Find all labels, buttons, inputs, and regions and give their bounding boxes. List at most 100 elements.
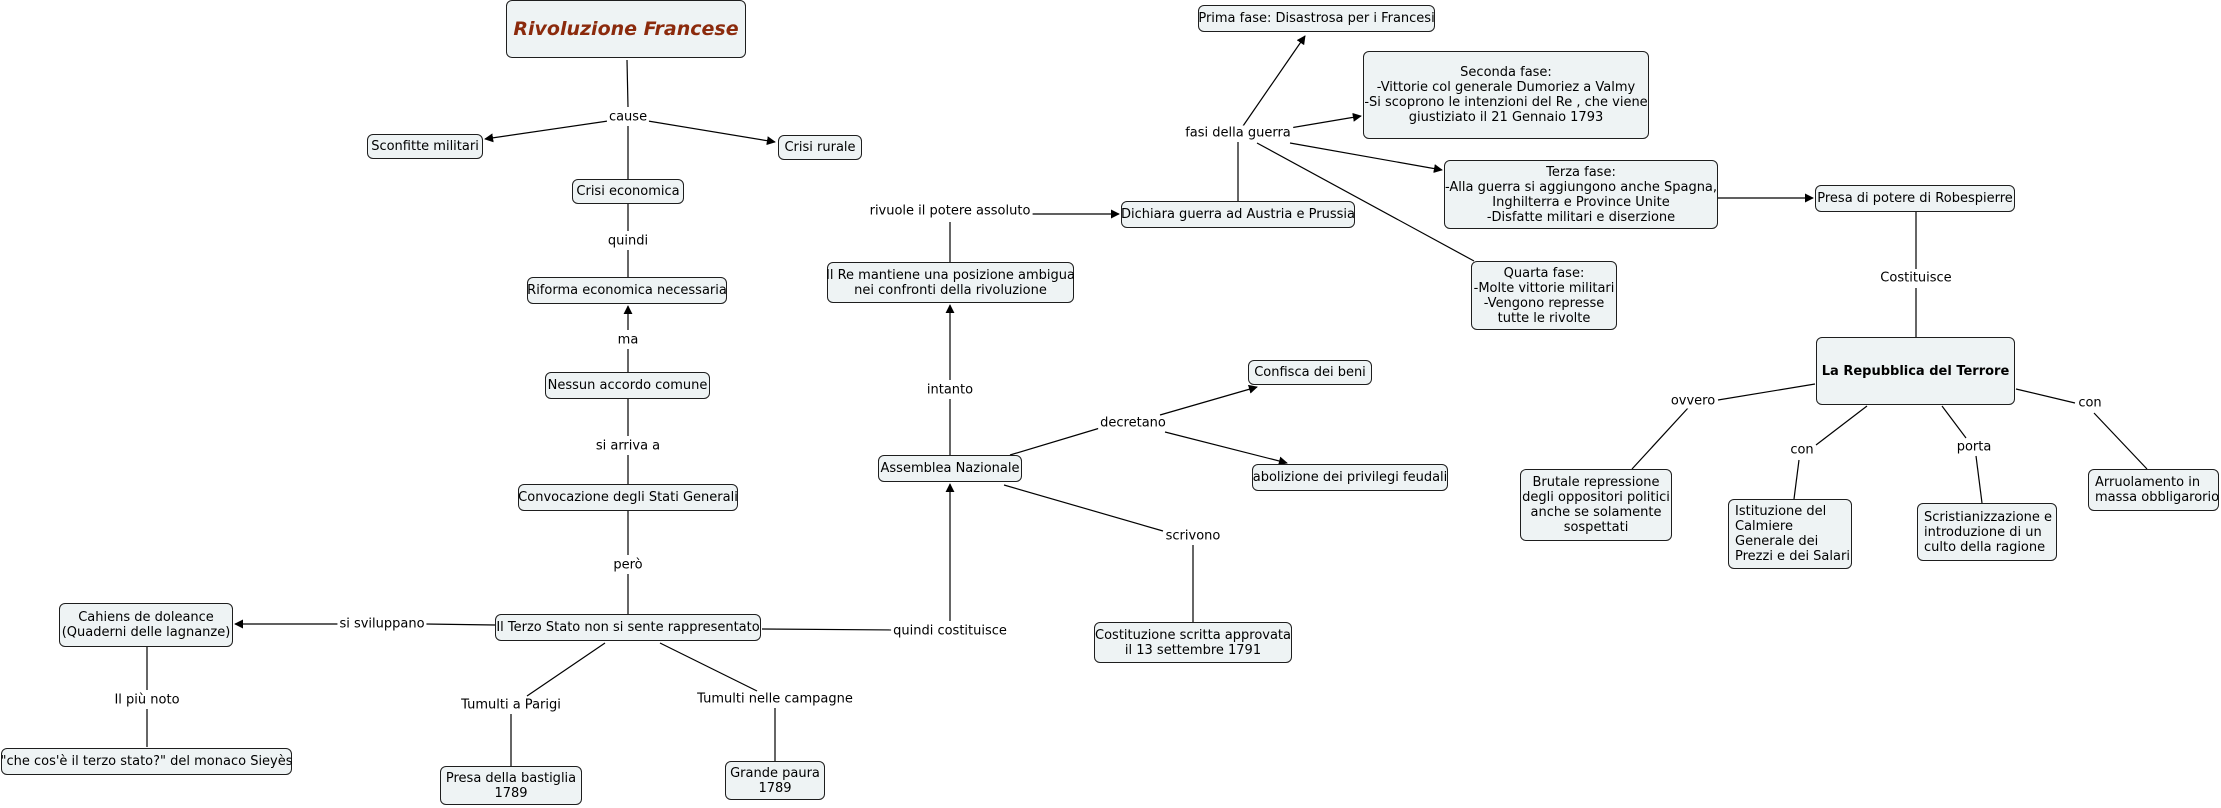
node-text: Generale dei <box>1735 534 1819 549</box>
link-label-porta: porta <box>1954 439 1994 455</box>
node-text: massa obbligarorio <box>2095 490 2220 505</box>
link-label-decretano: decretano <box>1098 415 1168 431</box>
edge-cause-crisi-rurale <box>647 120 776 146</box>
node-riforma[interactable]: Riforma economica necessaria <box>527 277 727 304</box>
node-text: introduzione di un <box>1924 524 2042 540</box>
node-text: Seconda fase: <box>1460 65 1552 80</box>
node-text: abolizione dei privilegi feudali <box>1252 470 1448 485</box>
node-terrore[interactable]: La Repubblica del Terrore <box>1816 337 2015 405</box>
edge-fasi-seconda <box>1289 112 1362 129</box>
edge-terrore-con2 <box>2015 388 2076 404</box>
node-text: Sconfitte militari <box>371 139 479 154</box>
link-label-costituisce: Costituisce <box>1878 270 1954 286</box>
node-text: -Alla guerra si aggiungono anche Spagna, <box>1444 179 1718 195</box>
edge-con1-calmiere <box>1793 459 1800 500</box>
node-cahiers[interactable]: Cahiens de doleance (Quaderni delle lagn… <box>59 603 233 647</box>
edge-fasi-prima <box>1242 35 1306 127</box>
node-text: Confisca dei beni <box>1254 365 1366 380</box>
node-confisca[interactable]: Confisca dei beni <box>1248 360 1372 385</box>
node-text: culto della ragione <box>1924 539 2046 555</box>
node-text: -Vittorie col generale Dumoriez a Valmy <box>1376 80 1636 95</box>
node-text: Crisi rurale <box>784 140 856 155</box>
edge-con2-arruolamento <box>2093 412 2148 470</box>
node-text: Riforma economica necessaria <box>527 283 727 298</box>
link-label-tumulti-campagne: Tumulti nelle campagne <box>695 691 855 707</box>
edge-title-cause <box>626 59 629 108</box>
node-text: Scristianizzazione e <box>1924 509 2053 525</box>
node-nessun-accordo[interactable]: Nessun accordo comune <box>545 372 710 399</box>
link-label-con-arruolamento: con <box>2076 395 2104 411</box>
node-text: 1789 <box>758 780 792 796</box>
node-text: Arruolamento in <box>2095 475 2201 490</box>
node-text: Cahiens de doleance <box>78 610 214 625</box>
node-assemblea[interactable]: Assemblea Nazionale <box>878 455 1022 482</box>
node-text: -Disfatte militari e diserzione <box>1486 209 1676 225</box>
node-terzo-stato[interactable]: Il Terzo Stato non si sente rappresentat… <box>495 614 761 641</box>
edge-terrore-ovvero <box>1717 383 1816 401</box>
link-label-ma: ma <box>615 332 641 348</box>
edge-terzo-tumulti-campagne <box>659 642 758 692</box>
node-text: Prezzi e dei Salari <box>1735 549 1850 564</box>
node-text: nei confronti della rivoluzione <box>854 282 1047 298</box>
edge-terzo-tumulti-parigi <box>526 642 606 697</box>
node-text: Il Terzo Stato non si sente rappresentat… <box>496 620 760 635</box>
node-text: anche se solamente <box>1530 505 1662 520</box>
node-text: Terza fase: <box>1546 164 1616 180</box>
node-calmiere[interactable]: Istituzione del Calmiere Generale dei Pr… <box>1728 499 1852 569</box>
node-text: Il Re mantiene una posizione ambigua <box>826 267 1075 283</box>
edge-decretano-privilegi <box>1164 431 1288 466</box>
edge-ovvero-repressione <box>1631 407 1689 470</box>
node-text: Nessun accordo comune <box>547 378 708 393</box>
node-sconfitte-militari[interactable]: Sconfitte militari <box>367 134 483 159</box>
node-convocazione[interactable]: Convocazione degli Stati Generali <box>518 484 738 511</box>
node-repressione[interactable]: Brutale repressione degli oppositori pol… <box>1520 469 1672 541</box>
node-text: Costituzione scritta approvata <box>1095 627 1291 643</box>
node-sieyes[interactable]: "che cos'è il terzo stato?" del monaco S… <box>0 748 293 775</box>
node-quarta-fase[interactable]: Quarta fase: -Molte vittorie militari -V… <box>1471 261 1617 330</box>
node-text: Crisi economica <box>576 184 680 199</box>
page-title: Rivoluzione Francese <box>513 17 739 40</box>
link-label-il-piu-noto: Il più noto <box>112 692 182 708</box>
node-text: il 13 settembre 1791 <box>1124 642 1262 658</box>
edge-terzo-quindicost <box>761 628 897 631</box>
node-text: (Quaderni delle lagnanze) <box>61 625 231 640</box>
node-text: -Molte vittorie militari <box>1473 280 1615 296</box>
node-text: tutte le rivolte <box>1497 310 1591 326</box>
node-text: Quarta fase: <box>1503 265 1585 281</box>
node-guerra[interactable]: Dichiara guerra ad Austria e Prussia <box>1121 201 1355 228</box>
node-text: Istituzione del <box>1735 504 1827 519</box>
node-text: -Si scoprono le intenzioni del Re , che … <box>1364 95 1648 110</box>
edge-assemblea-scrivono <box>1003 484 1164 532</box>
node-bastiglia[interactable]: Presa della bastiglia 1789 <box>440 766 582 805</box>
node-costituzione[interactable]: Costituzione scritta approvata il 13 set… <box>1094 622 1292 663</box>
node-seconda-fase[interactable]: Seconda fase: -Vittorie col generale Dum… <box>1363 51 1649 139</box>
node-privilegi[interactable]: abolizione dei privilegi feudali <box>1252 464 1448 491</box>
node-text: "che cos'è il terzo stato?" del monaco S… <box>0 754 293 769</box>
link-label-pero: però <box>611 557 645 573</box>
node-arruolamento[interactable]: Arruolamento in massa obbligarorio <box>2088 469 2219 511</box>
node-scristianizzazione[interactable]: Scristianizzazione e introduzione di un … <box>1917 503 2057 561</box>
link-label-scrivono: scrivono <box>1163 528 1223 544</box>
link-label-fasi-guerra: fasi della guerra <box>1183 125 1293 141</box>
node-text: sospettati <box>1563 520 1629 535</box>
node-text: Dichiara guerra ad Austria e Prussia <box>1121 207 1355 222</box>
node-terza-fase[interactable]: Terza fase: -Alla guerra si aggiungono a… <box>1444 160 1718 229</box>
node-grande-paura[interactable]: Grande paura 1789 <box>725 761 825 800</box>
edge-assemblea-decretano <box>1009 427 1101 456</box>
link-label-quindi: quindi <box>605 233 651 249</box>
node-crisi-rurale[interactable]: Crisi rurale <box>778 135 862 160</box>
node-text: Grande paura <box>730 765 820 781</box>
node-robespierre[interactable]: Presa di potere di Robespierre <box>1815 185 2015 212</box>
node-text: La Repubblica del Terrore <box>1821 363 2010 379</box>
link-label-si-arriva-a: si arriva a <box>593 438 663 454</box>
node-prima-fase[interactable]: Prima fase: Disastrosa per i Francesi <box>1198 5 1435 32</box>
node-crisi-economica[interactable]: Crisi economica <box>572 179 684 204</box>
link-label-ovvero: ovvero <box>1668 393 1718 409</box>
link-label-quindi-costituisce: quindi costituisce <box>891 623 1009 639</box>
link-label-tumulti-parigi: Tumulti a Parigi <box>459 697 563 713</box>
title-node[interactable]: Rivoluzione Francese <box>506 0 746 58</box>
node-re-ambiguo[interactable]: Il Re mantiene una posizione ambigua nei… <box>826 262 1075 303</box>
link-label-cause: cause <box>606 109 650 125</box>
node-text: Inghilterra e Province Unite <box>1492 194 1670 210</box>
